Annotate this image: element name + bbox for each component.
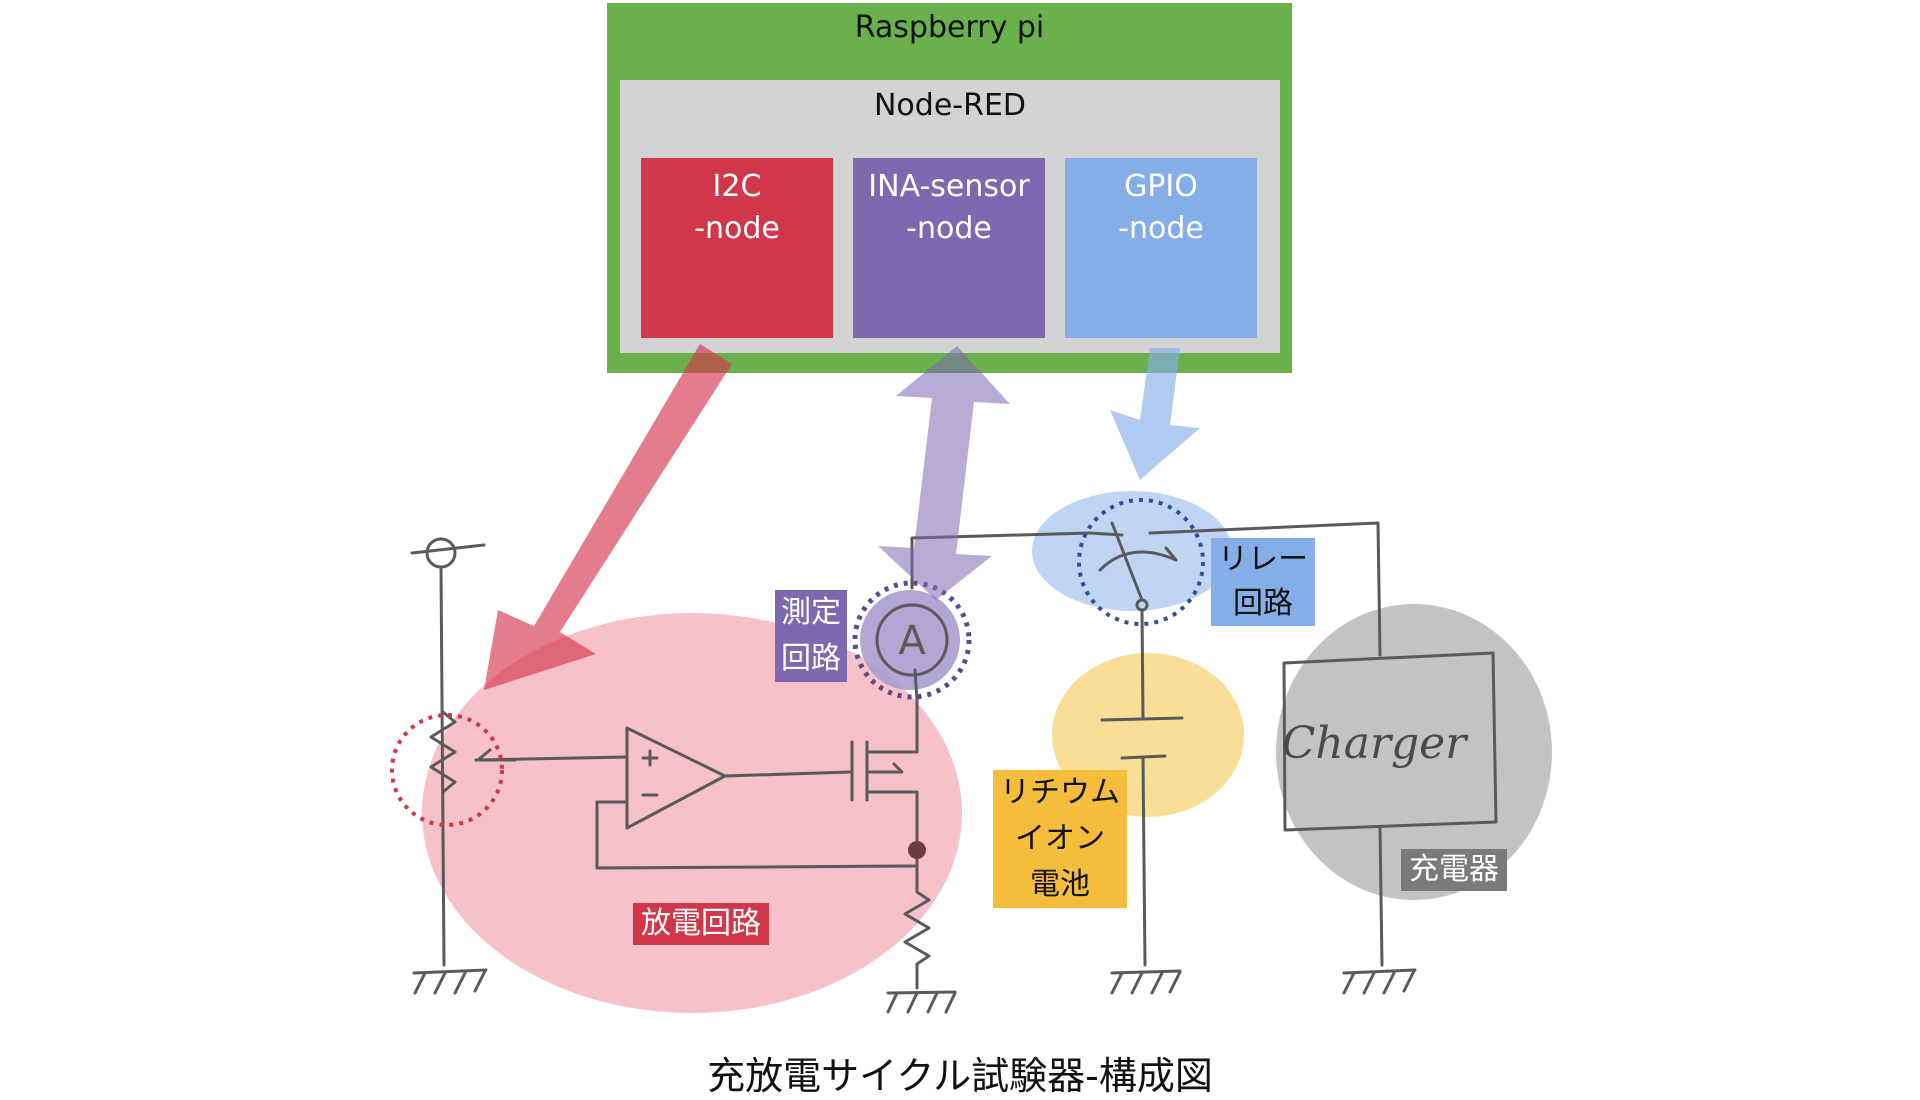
ammeter-icon bbox=[875, 603, 949, 677]
battery-bottom-wire bbox=[1141, 756, 1147, 967]
ammeter-symbol: A bbox=[898, 618, 926, 664]
relay-circuit-label: リレー 回路 bbox=[1211, 538, 1315, 626]
supply-terminal-bar bbox=[410, 543, 486, 555]
relay-switch-icon bbox=[1110, 521, 1144, 602]
junction-dot bbox=[908, 841, 926, 859]
gpio-node-line2: -node bbox=[1118, 211, 1204, 246]
gpio-arrow bbox=[1110, 348, 1200, 480]
node-red-title: Node-RED bbox=[873, 88, 1027, 123]
ina-sensor-node-box: INA-sensor -node bbox=[853, 158, 1045, 338]
gpio-node-box: GPIO -node bbox=[1065, 158, 1257, 338]
sense-resistor-icon bbox=[903, 864, 931, 990]
battery-label: リチウム イオン 電池 bbox=[993, 770, 1127, 908]
i2c-node-line1: I2C bbox=[712, 169, 762, 204]
feedback-wire bbox=[595, 800, 919, 870]
potentiometer-target-circle bbox=[390, 713, 504, 827]
charger-label: 充電器 bbox=[1401, 849, 1507, 891]
i2c-arrow bbox=[484, 344, 732, 690]
relay-motion-arc bbox=[1098, 550, 1178, 572]
charger-zone bbox=[1276, 604, 1552, 900]
opamp-to-gate-wire bbox=[723, 770, 852, 778]
ina-node-line1: INA-sensor bbox=[868, 169, 1030, 204]
left-rail-wire bbox=[439, 565, 446, 967]
i2c-node-box: I2C -node bbox=[641, 158, 833, 338]
op-amp-icon bbox=[625, 726, 727, 830]
ina-node-line2: -node bbox=[906, 211, 992, 246]
charger-bottom-wire bbox=[1378, 826, 1384, 967]
supply-terminal-icon bbox=[425, 537, 457, 569]
i2c-node-line2: -node bbox=[694, 211, 780, 246]
discharge-circuit-label: 放電回路 bbox=[633, 903, 769, 945]
raspberry-pi-title: Raspberry pi bbox=[854, 10, 1045, 45]
top-wire-right bbox=[1148, 521, 1382, 657]
battery-top-wire bbox=[1140, 608, 1145, 720]
ground-icon bbox=[412, 968, 1417, 1014]
gpio-node-line1: GPIO bbox=[1124, 169, 1198, 204]
ina-sensor-arrow bbox=[878, 346, 1010, 600]
relay-zone bbox=[1032, 491, 1232, 611]
charger-text: Charger bbox=[1282, 718, 1469, 769]
battery-icon bbox=[1100, 716, 1184, 722]
pot-to-opamp-wire bbox=[474, 755, 629, 762]
diagram-caption: 充放電サイクル試験器-構成図 bbox=[707, 1054, 1213, 1098]
charger-box bbox=[1282, 651, 1498, 832]
ammeter-target-circle bbox=[852, 580, 972, 700]
discharge-zone bbox=[422, 613, 962, 1013]
relay-target-circle bbox=[1077, 498, 1205, 626]
measure-circuit-label: 測定 回路 bbox=[775, 590, 847, 682]
potentiometer-icon bbox=[429, 710, 457, 794]
